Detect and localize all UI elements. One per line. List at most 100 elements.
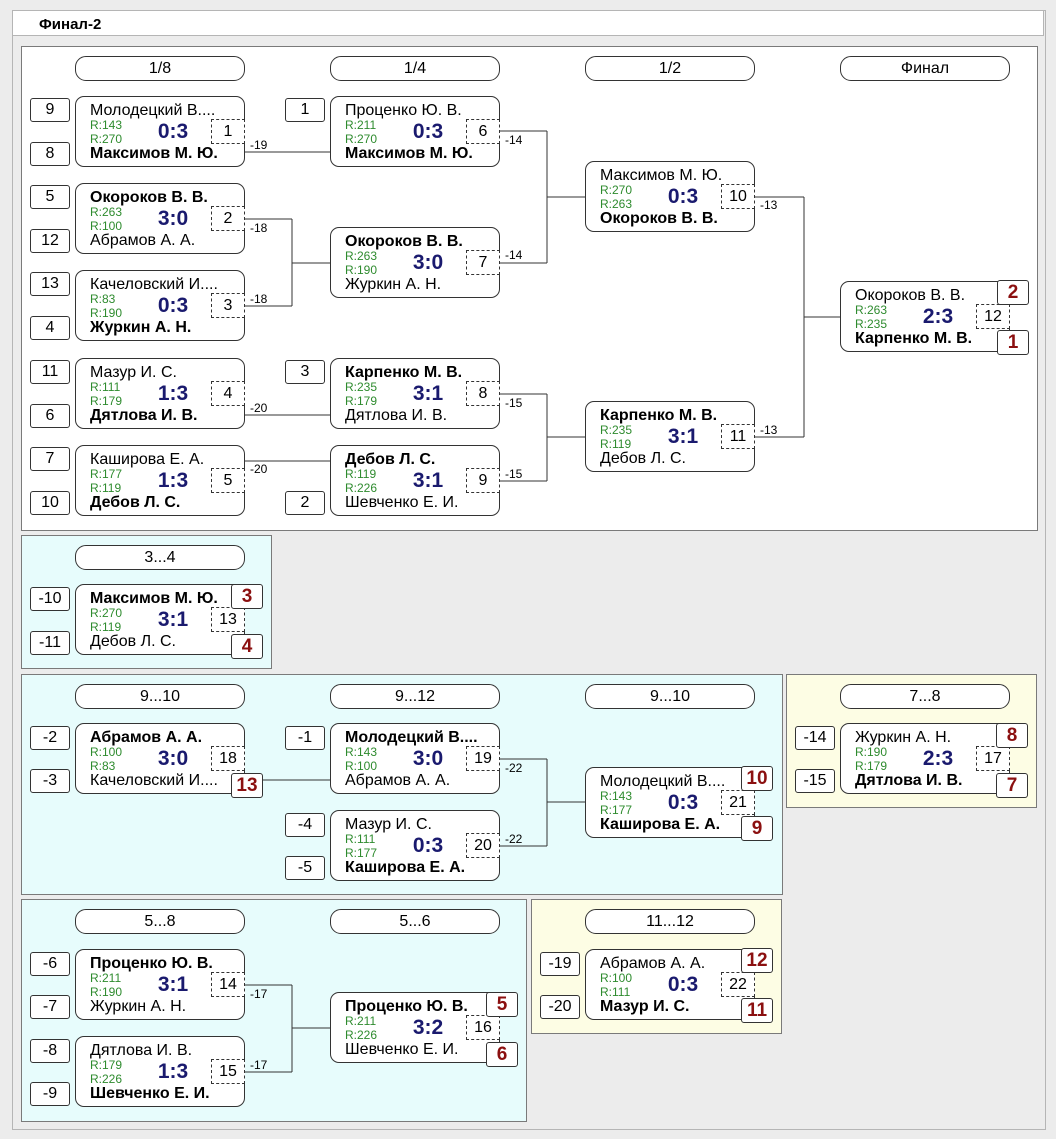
player-name-bottom: Дебов Л. С. (600, 450, 686, 467)
player-name-bottom: Каширова Е. А. (600, 816, 721, 833)
player-name-bottom: Мазур И. С. (600, 998, 690, 1015)
player-rating-bottom: R:179 (345, 394, 378, 408)
match-number: 13 (211, 607, 245, 632)
player-rating-bottom: R:179 (90, 394, 123, 408)
match-number: 1 (211, 119, 245, 144)
loser-link-label: -22 (505, 832, 523, 846)
player-name-top: Каширова Е. А. (90, 451, 205, 468)
seed-box: 2 (285, 491, 325, 515)
player-name-top: Мазур И. С. (90, 364, 177, 381)
player-name-bottom: Дебов Л. С. (90, 494, 181, 511)
seed-box: 8 (30, 142, 70, 166)
match-score: 0:3 (412, 120, 444, 143)
player-name-top: Максимов М. Ю. (90, 590, 218, 607)
match-number: 9 (466, 468, 500, 493)
player-rating-top: R:179 (90, 1058, 123, 1072)
player-name-top: Окороков В. В. (345, 233, 463, 250)
player-rating-top: R:235 (600, 423, 633, 437)
match-score: 1:3 (157, 382, 189, 405)
match-number: 5 (211, 468, 245, 493)
player-rating-top: R:119 (345, 467, 377, 481)
place-badge: 10 (741, 766, 773, 791)
player-rating-top: R:263 (345, 249, 378, 263)
seed-box: -11 (30, 631, 70, 655)
player-rating-bottom: R:177 (600, 803, 633, 817)
seed-box: -9 (30, 1082, 70, 1106)
player-name-bottom: Абрамов А. А. (345, 772, 451, 789)
player-name-top: Окороков В. В. (90, 189, 208, 206)
place-badge: 8 (996, 723, 1028, 748)
player-name-top: Мазур И. С. (345, 816, 432, 833)
seed-box: 13 (30, 272, 70, 296)
match-number: 18 (211, 746, 245, 771)
player-name-top: Качеловский И.... (90, 276, 218, 293)
match-number: 22 (721, 972, 755, 997)
loser-link-label: -15 (505, 396, 523, 410)
match-number: 8 (466, 381, 500, 406)
round-label-3-4: 3...4 (75, 545, 245, 570)
player-rating-top: R:143 (90, 118, 123, 132)
seed-box: -6 (30, 952, 70, 976)
seed-box: 10 (30, 491, 70, 515)
player-name-bottom: Максимов М. Ю. (345, 145, 473, 162)
player-name-bottom: Шевченко Е. И. (90, 1085, 210, 1102)
match-score: 1:3 (157, 1060, 189, 1083)
player-rating-top: R:143 (600, 789, 633, 803)
seed-box: -8 (30, 1039, 70, 1063)
player-rating-bottom: R:226 (345, 481, 378, 495)
match-number: 2 (211, 206, 245, 231)
player-name-top: Молодецкий В.... (90, 102, 216, 119)
loser-link-label: -15 (505, 467, 523, 481)
player-rating-top: R:270 (600, 183, 633, 197)
player-name-top: Карпенко М. В. (345, 364, 463, 381)
loser-link-label: -20 (250, 462, 268, 476)
match-number: 7 (466, 250, 500, 275)
match-number: 3 (211, 293, 245, 318)
player-rating-bottom: R:119 (600, 437, 632, 451)
player-name-top: Проценко Ю. В. (345, 102, 462, 119)
seed-box: -15 (795, 769, 835, 793)
seed-box: -5 (285, 856, 325, 880)
loser-link-label: -13 (760, 423, 778, 437)
seed-box: -3 (30, 769, 70, 793)
loser-link-label: -19 (250, 138, 268, 152)
player-name-top: Проценко Ю. В. (90, 955, 213, 972)
seed-box: -19 (540, 952, 580, 976)
seed-box: 4 (30, 316, 70, 340)
round-label-5-8: 5...8 (75, 909, 245, 934)
place-badge: 9 (741, 816, 773, 841)
seed-box: -4 (285, 813, 325, 837)
seed-box: -14 (795, 726, 835, 750)
seed-box: -1 (285, 726, 325, 750)
player-rating-bottom: R:226 (345, 1028, 378, 1042)
player-rating-top: R:263 (90, 205, 123, 219)
match-score: 3:1 (412, 382, 444, 405)
player-rating-bottom: R:270 (345, 132, 378, 146)
place-badge: 13 (231, 773, 263, 798)
match-score: 0:3 (412, 834, 444, 857)
match-score: 0:3 (157, 120, 189, 143)
seed-box: 6 (30, 404, 70, 428)
